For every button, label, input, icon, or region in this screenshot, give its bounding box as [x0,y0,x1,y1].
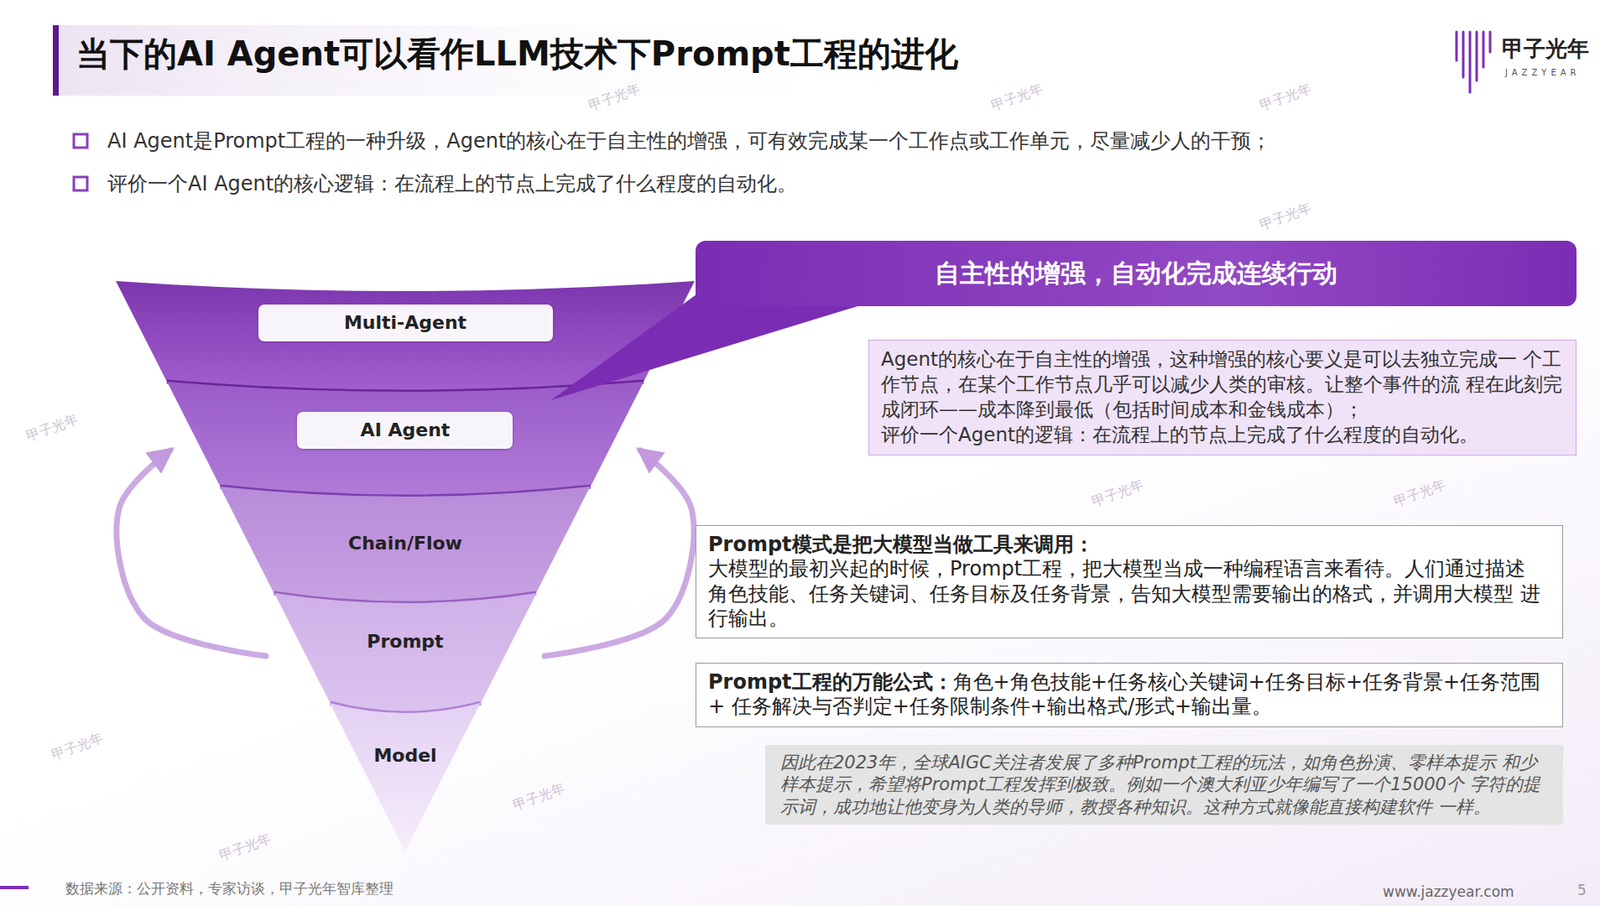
page-number: 5 [1577,880,1587,900]
logo-text: 甲子光年 [1501,35,1590,63]
box-text: 评价一个Agent的逻辑：在流程上的节点上完成了什么程度的自动化。 [880,422,1564,449]
website-url: www.jazzyear.com [1382,882,1515,902]
logo-mark [1456,31,1491,93]
layer-label: Prompt [366,630,443,654]
watermark: 甲子光年 [24,411,81,446]
slide-title: 当下的AI Agent可以看作LLM技术下Prompt工程的进化 [76,33,959,74]
info-box: Agent的核心在于自主性的增强，这种增强的核心要义是可以去独立完成一 个工作节… [868,339,1577,456]
funnel-band: Multi-Agent [115,281,695,394]
watermark: 甲子光年 [1257,199,1314,235]
funnel-band-fill [329,703,481,862]
box-text: 因此在2023年，全球AIGC关注者发展了多种Prompt工程的玩法，如角色扮演… [780,751,1548,819]
bullet-square [73,177,88,191]
box-text: 自主性的增强，自动化完成连续行动 [934,256,1338,292]
watermark: 甲子光年 [989,80,1046,115]
layer-label: Multi-Agent [258,304,553,342]
watermark: 甲子光年 [217,830,274,866]
logo-subtext: JAZZYEAR [1505,67,1581,79]
title-bar [52,25,59,96]
layer-label: Chain/Flow [348,531,463,556]
funnel-band: Chain/Flow [219,486,590,605]
funnel-band-fill [166,381,644,497]
callout-header: 自主性的增强，自动化完成连续行动 [695,240,1577,307]
funnel-band-fill [219,486,590,604]
funnel-band: Model [329,703,481,864]
box-text: 大模型的最初兴起的时候，Prompt工程，把大模型当成一种编程语言来看待。人们通… [708,557,1551,631]
box-heading: Prompt工程的万能公式： [708,670,954,694]
box-text: Agent的核心在于自主性的增强，这种增强的核心要义是可以去独立完成一 个工作节… [880,347,1564,423]
funnel-band: Prompt [274,593,537,715]
watermark: 甲子光年 [1391,476,1449,511]
info-box: Prompt工程的万能公式：角色+角色技能+任务核心关键词+任务目标+任务背景+… [695,662,1564,728]
funnel-band: AI Agent [166,381,644,499]
note-box: 因此在2023年，全球AIGC关注者发展了多种Prompt工程的玩法，如角色扮演… [765,745,1564,825]
bullet-text: 评价一个AI Agent的核心逻辑：在流程上的节点上完成了什么程度的自动化。 [107,171,798,197]
footer-bar [0,885,29,890]
layer-label: Model [373,744,437,768]
info-box: Prompt模式是把大模型当做工具来调用：大模型的最初兴起的时候，Prompt工… [695,525,1564,639]
watermark: 甲子光年 [49,729,106,765]
watermark: 甲子光年 [1257,80,1314,115]
watermark: 甲子光年 [510,780,568,815]
watermark: 甲子光年 [1089,476,1147,511]
layer-label: AI Agent [297,411,513,449]
funnel-band-fill [115,281,695,392]
bullet-square [73,134,88,148]
bullet-text: AI Agent是Prompt工程的一种升级，Agent的核心在于自主性的增强，… [107,128,1272,154]
funnel-band-fill [274,593,537,714]
funnel-band-shape [329,703,481,864]
box-heading: Prompt模式是把大模型当做工具来调用： [708,532,1551,558]
source-note: 数据来源：公开资料，专家访谈，甲子光年智库整理 [65,879,394,898]
funnel-band-shape [274,593,537,715]
